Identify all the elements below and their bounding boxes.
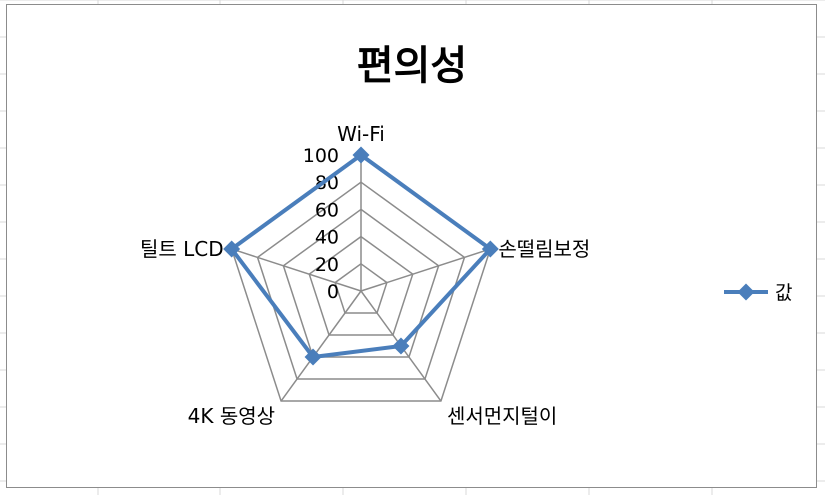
data-point-marker	[223, 240, 241, 258]
grid-ring	[334, 262, 388, 314]
category-label: 틸트 LCD	[140, 237, 224, 261]
spoke-line	[231, 248, 362, 292]
category-label: Wi-Fi	[337, 122, 385, 146]
legend: 값	[724, 282, 792, 304]
tick-label: 40	[315, 227, 339, 249]
data-point-marker	[352, 146, 370, 164]
grid-ring	[308, 235, 414, 336]
tick-label: 0	[327, 281, 339, 303]
spoke-line	[360, 248, 491, 292]
grid-ring	[282, 208, 440, 358]
category-label: 센서먼지털이	[447, 404, 557, 428]
legend-marker	[737, 283, 755, 301]
tick-label: 60	[315, 199, 339, 221]
data-point-marker	[304, 348, 322, 366]
tick-label: 20	[315, 254, 339, 276]
legend-label: 값	[775, 282, 792, 304]
series-line	[229, 153, 493, 360]
tick-label: 100	[303, 145, 339, 167]
grid-ring	[256, 181, 466, 380]
spoke-line	[280, 290, 362, 402]
category-label: 손떨림보정	[498, 237, 590, 261]
radar-spokes	[231, 155, 491, 402]
series-group	[223, 146, 499, 366]
data-point-marker	[481, 240, 499, 258]
chart-title: 편의성	[357, 43, 467, 89]
category-label: 4K 동영상	[188, 404, 275, 428]
data-point-marker	[392, 337, 410, 355]
